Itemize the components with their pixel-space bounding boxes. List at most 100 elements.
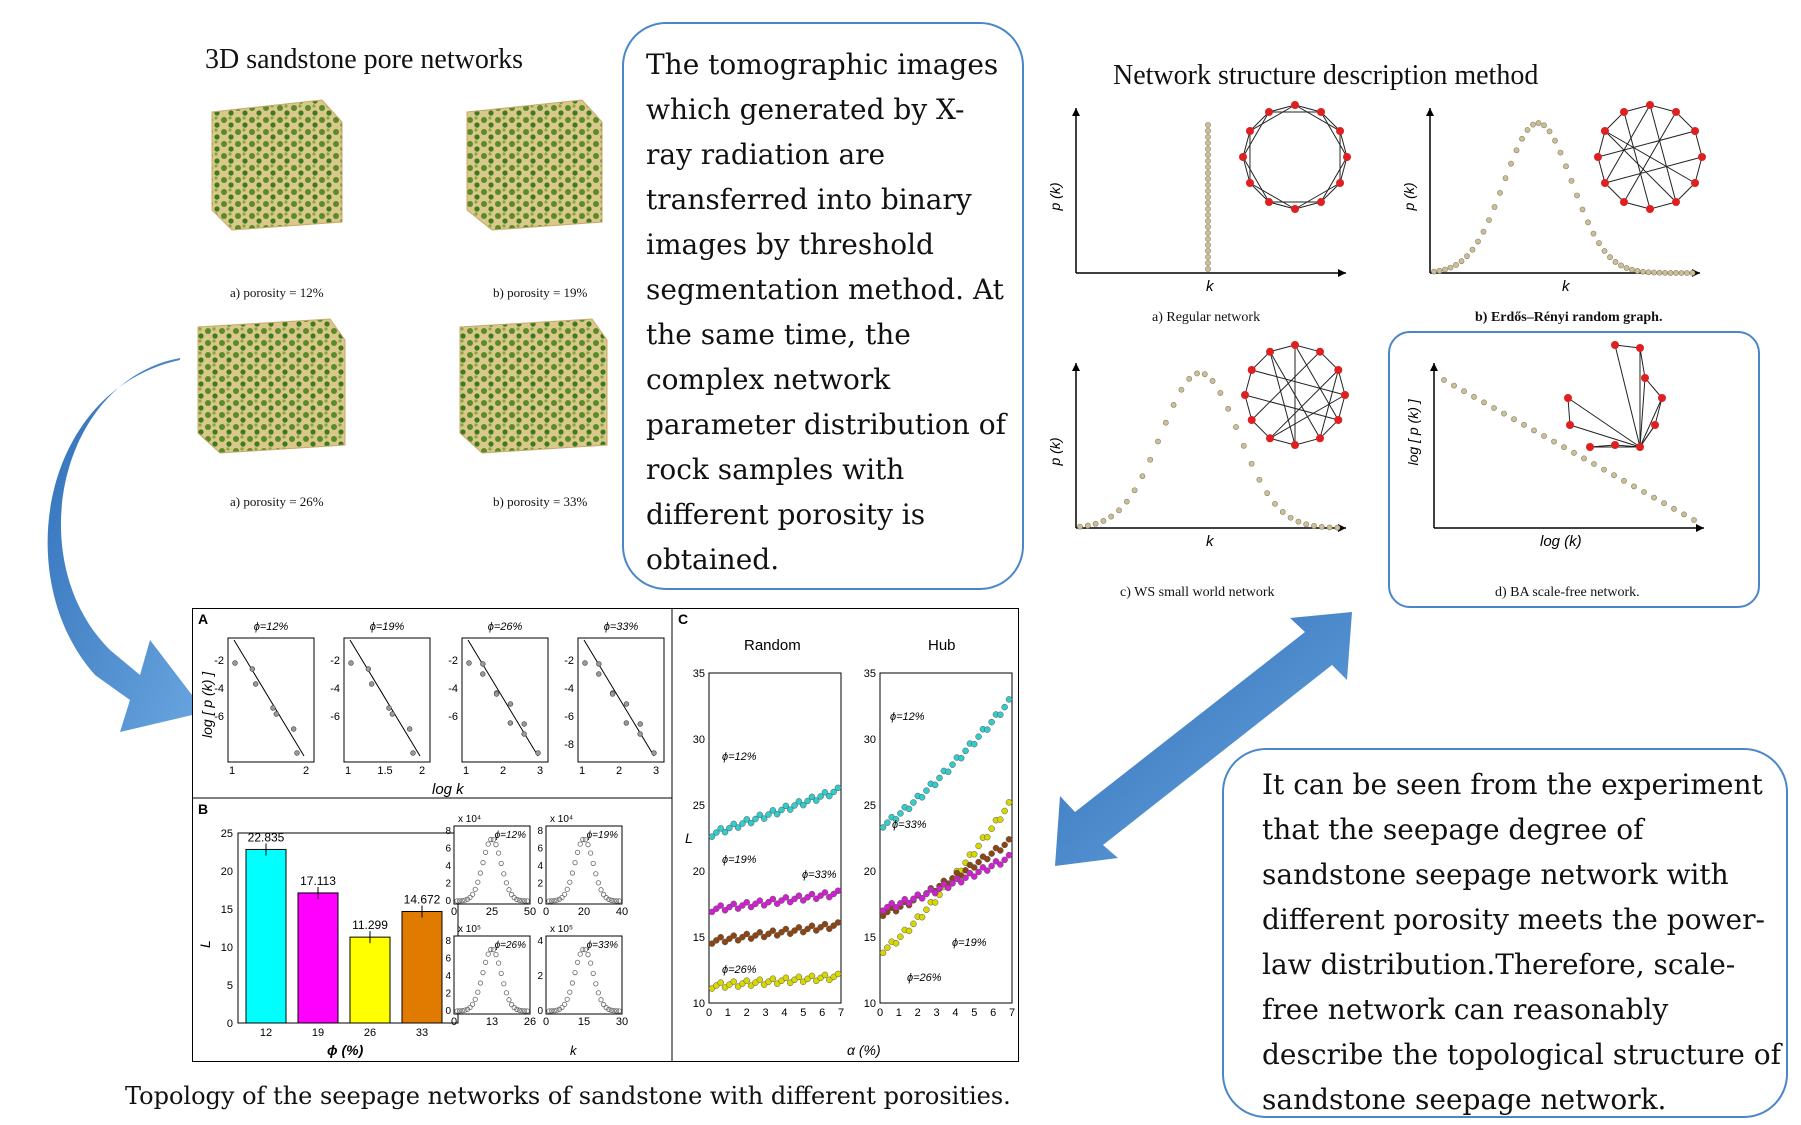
distribution-point	[1205, 176, 1211, 182]
tick-label: 7	[838, 1007, 844, 1019]
description-line: segmentation method. At	[646, 273, 1004, 306]
x-axis-label: k	[1562, 278, 1571, 295]
series-point-0	[799, 801, 807, 809]
degree-point	[365, 666, 372, 672]
series-point-1	[747, 903, 755, 911]
distribution-point	[1205, 248, 1211, 254]
count-point	[613, 1008, 620, 1014]
tick-label: 0	[543, 1016, 549, 1028]
distribution-point	[1530, 121, 1536, 128]
distribution-point	[1629, 266, 1635, 273]
tick-label: 6	[445, 954, 451, 965]
count-point	[469, 891, 476, 897]
series-point-0	[804, 797, 811, 805]
series-point-3	[975, 868, 982, 876]
distribution-point	[1601, 466, 1607, 473]
description-line: ray radiation are	[646, 138, 886, 171]
network-edge	[1251, 369, 1346, 396]
network-edge	[1604, 130, 1677, 203]
count-point	[490, 837, 496, 843]
tick-label: 4	[952, 1007, 958, 1019]
series-point-0	[910, 799, 917, 806]
series-point-3	[717, 979, 724, 986]
series-point-1	[739, 902, 746, 909]
count-point	[469, 1001, 476, 1007]
tick-label: 4	[445, 861, 451, 872]
tick-label: -8	[564, 739, 574, 751]
distribution-point	[1205, 254, 1211, 260]
series-point-0	[734, 824, 742, 831]
distribution-point	[1618, 262, 1624, 269]
series-point-3	[923, 890, 930, 898]
count-point	[590, 860, 596, 867]
distribution-point	[1535, 120, 1542, 126]
description-line: different porosity is	[646, 498, 926, 531]
tick-label: 0	[227, 1018, 233, 1030]
series-point-1	[918, 913, 926, 921]
series-point-0	[826, 792, 833, 800]
tick-label: 0	[451, 1016, 457, 1028]
distribution-point	[1662, 269, 1668, 276]
distribution-point	[1513, 147, 1520, 154]
count-point	[454, 898, 460, 904]
description-line: the same time, the	[646, 318, 911, 351]
series-point-2	[739, 933, 746, 941]
network-edge	[1675, 182, 1696, 203]
degree-point	[596, 661, 602, 667]
series-point-0	[730, 820, 737, 828]
degree-point	[270, 705, 276, 711]
bar-data-label: 22.835	[248, 830, 285, 844]
network-node	[1658, 394, 1666, 402]
series-point-2	[817, 924, 824, 931]
network-edge	[1242, 130, 1251, 158]
series-point-2	[970, 864, 978, 871]
network-node	[1600, 179, 1609, 187]
tick-label: 2	[445, 879, 451, 890]
series-point-0	[884, 819, 891, 826]
series-point-2	[1001, 841, 1008, 849]
series-point-0	[721, 828, 729, 836]
series-point-0	[813, 797, 820, 804]
series-point-2	[747, 935, 755, 942]
distribution-point	[1475, 238, 1481, 245]
y-axis-arrowhead	[1430, 363, 1438, 371]
distribution-point	[1178, 386, 1185, 393]
count-point	[577, 841, 583, 847]
network-edge	[1639, 397, 1663, 448]
series-point-1	[765, 898, 772, 906]
series-point-2	[717, 933, 724, 941]
network-edge	[1604, 104, 1651, 184]
count-point	[490, 947, 496, 953]
series-point-1	[721, 907, 729, 914]
count-point	[582, 947, 588, 953]
network-edge	[1319, 419, 1339, 439]
count-point	[546, 1008, 552, 1014]
network-edge	[1337, 394, 1346, 421]
series-point-3	[821, 971, 829, 979]
series-point-2	[804, 925, 811, 933]
network-node	[1672, 198, 1680, 207]
tick-label: 15	[578, 1016, 590, 1028]
series-point-1	[791, 895, 798, 903]
network-node	[1586, 443, 1594, 451]
count-point	[503, 990, 509, 996]
series-point-0	[936, 774, 943, 782]
distribution-point	[1084, 522, 1091, 529]
distribution-point	[1155, 438, 1161, 445]
tick-label: 0	[543, 906, 549, 918]
description-line: which generated by X-	[646, 93, 965, 126]
series-label: ϕ=19%	[722, 854, 757, 866]
distribution-point	[1205, 200, 1211, 206]
network-node	[1316, 434, 1324, 443]
count-point	[503, 880, 509, 886]
count-point	[524, 898, 530, 904]
bar-12	[245, 848, 287, 1024]
tick-label: -6	[448, 711, 458, 723]
series-label: ϕ=19%	[952, 937, 987, 949]
power-law-fit-line	[467, 639, 539, 757]
distribution-point	[1108, 513, 1115, 520]
phi-label: ϕ=19%	[587, 830, 619, 841]
series-point-0	[892, 816, 900, 823]
network-node	[1672, 107, 1680, 116]
degree-point	[368, 681, 375, 687]
